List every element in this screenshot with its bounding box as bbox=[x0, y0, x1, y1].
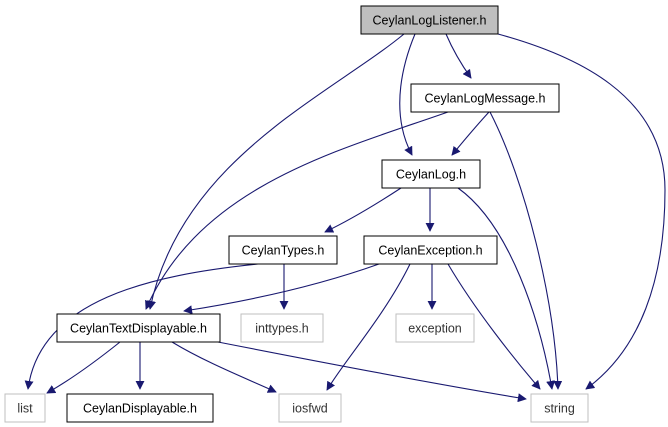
node-box bbox=[363, 235, 498, 265]
node-iosfwd: iosfwd bbox=[278, 393, 342, 423]
node-listener[interactable]: CeylanLogListener.h bbox=[360, 5, 499, 35]
node-box bbox=[278, 393, 342, 423]
node-label: CeylanLogListener.h bbox=[373, 14, 487, 28]
node-label: CeylanDisplayable.h bbox=[83, 402, 197, 416]
nodes-layer: CeylanLogListener.hCeylanLogMessage.hCey… bbox=[4, 5, 589, 423]
edge-logmessage-to-string bbox=[489, 111, 563, 390]
node-label: CeylanException.h bbox=[378, 244, 482, 258]
edge-types-to-list bbox=[24, 263, 259, 390]
node-box bbox=[240, 313, 324, 343]
node-list: list bbox=[4, 393, 46, 423]
node-exception_h[interactable]: CeylanException.h bbox=[363, 235, 498, 265]
node-box bbox=[4, 393, 46, 423]
node-string: string bbox=[530, 393, 589, 423]
node-box bbox=[228, 235, 338, 265]
edge-textdisplayable-to-string bbox=[217, 341, 527, 403]
edge-log-to-string bbox=[457, 187, 556, 390]
edge-exception_h-to-string bbox=[447, 263, 541, 390]
node-exception: exception bbox=[395, 313, 475, 343]
node-label: list bbox=[17, 402, 33, 416]
edge-listener-to-log bbox=[399, 33, 416, 156]
node-textdisplayable[interactable]: CeylanTextDisplayable.h bbox=[56, 313, 221, 343]
node-box bbox=[360, 5, 499, 35]
edge-exception_h-to-iosfwd bbox=[326, 263, 411, 391]
node-label: CeylanTypes.h bbox=[242, 244, 325, 258]
edge-listener-to-string bbox=[497, 33, 666, 390]
node-label: inttypes.h bbox=[255, 322, 309, 336]
edge-exception_h-to-textdisplayable bbox=[183, 263, 380, 315]
node-box bbox=[410, 83, 560, 113]
edge-listener-to-logmessage bbox=[445, 33, 472, 79]
edge-textdisplayable-to-iosfwd bbox=[171, 341, 277, 393]
node-box bbox=[395, 313, 475, 343]
edge-logmessage-to-log bbox=[451, 111, 490, 156]
edges-layer bbox=[24, 33, 666, 403]
node-box bbox=[66, 393, 214, 423]
node-label: CeylanLog.h bbox=[396, 168, 466, 182]
edge-logmessage-to-textdisplayable bbox=[145, 111, 449, 310]
node-types[interactable]: CeylanTypes.h bbox=[228, 235, 338, 265]
node-box bbox=[381, 159, 481, 189]
node-logmessage[interactable]: CeylanLogMessage.h bbox=[410, 83, 560, 113]
node-inttypes: inttypes.h bbox=[240, 313, 324, 343]
node-label: iosfwd bbox=[292, 402, 327, 416]
edge-log-to-types bbox=[324, 187, 402, 233]
node-box bbox=[56, 313, 221, 343]
node-label: CeylanLogMessage.h bbox=[425, 92, 546, 106]
edge-listener-to-textdisplayable bbox=[147, 33, 405, 310]
edge-textdisplayable-to-list bbox=[46, 341, 121, 394]
node-label: string bbox=[544, 402, 575, 416]
node-box bbox=[530, 393, 589, 423]
node-label: CeylanTextDisplayable.h bbox=[70, 322, 207, 336]
node-displayable[interactable]: CeylanDisplayable.h bbox=[66, 393, 214, 423]
node-label: exception bbox=[408, 322, 462, 336]
node-log[interactable]: CeylanLog.h bbox=[381, 159, 481, 189]
